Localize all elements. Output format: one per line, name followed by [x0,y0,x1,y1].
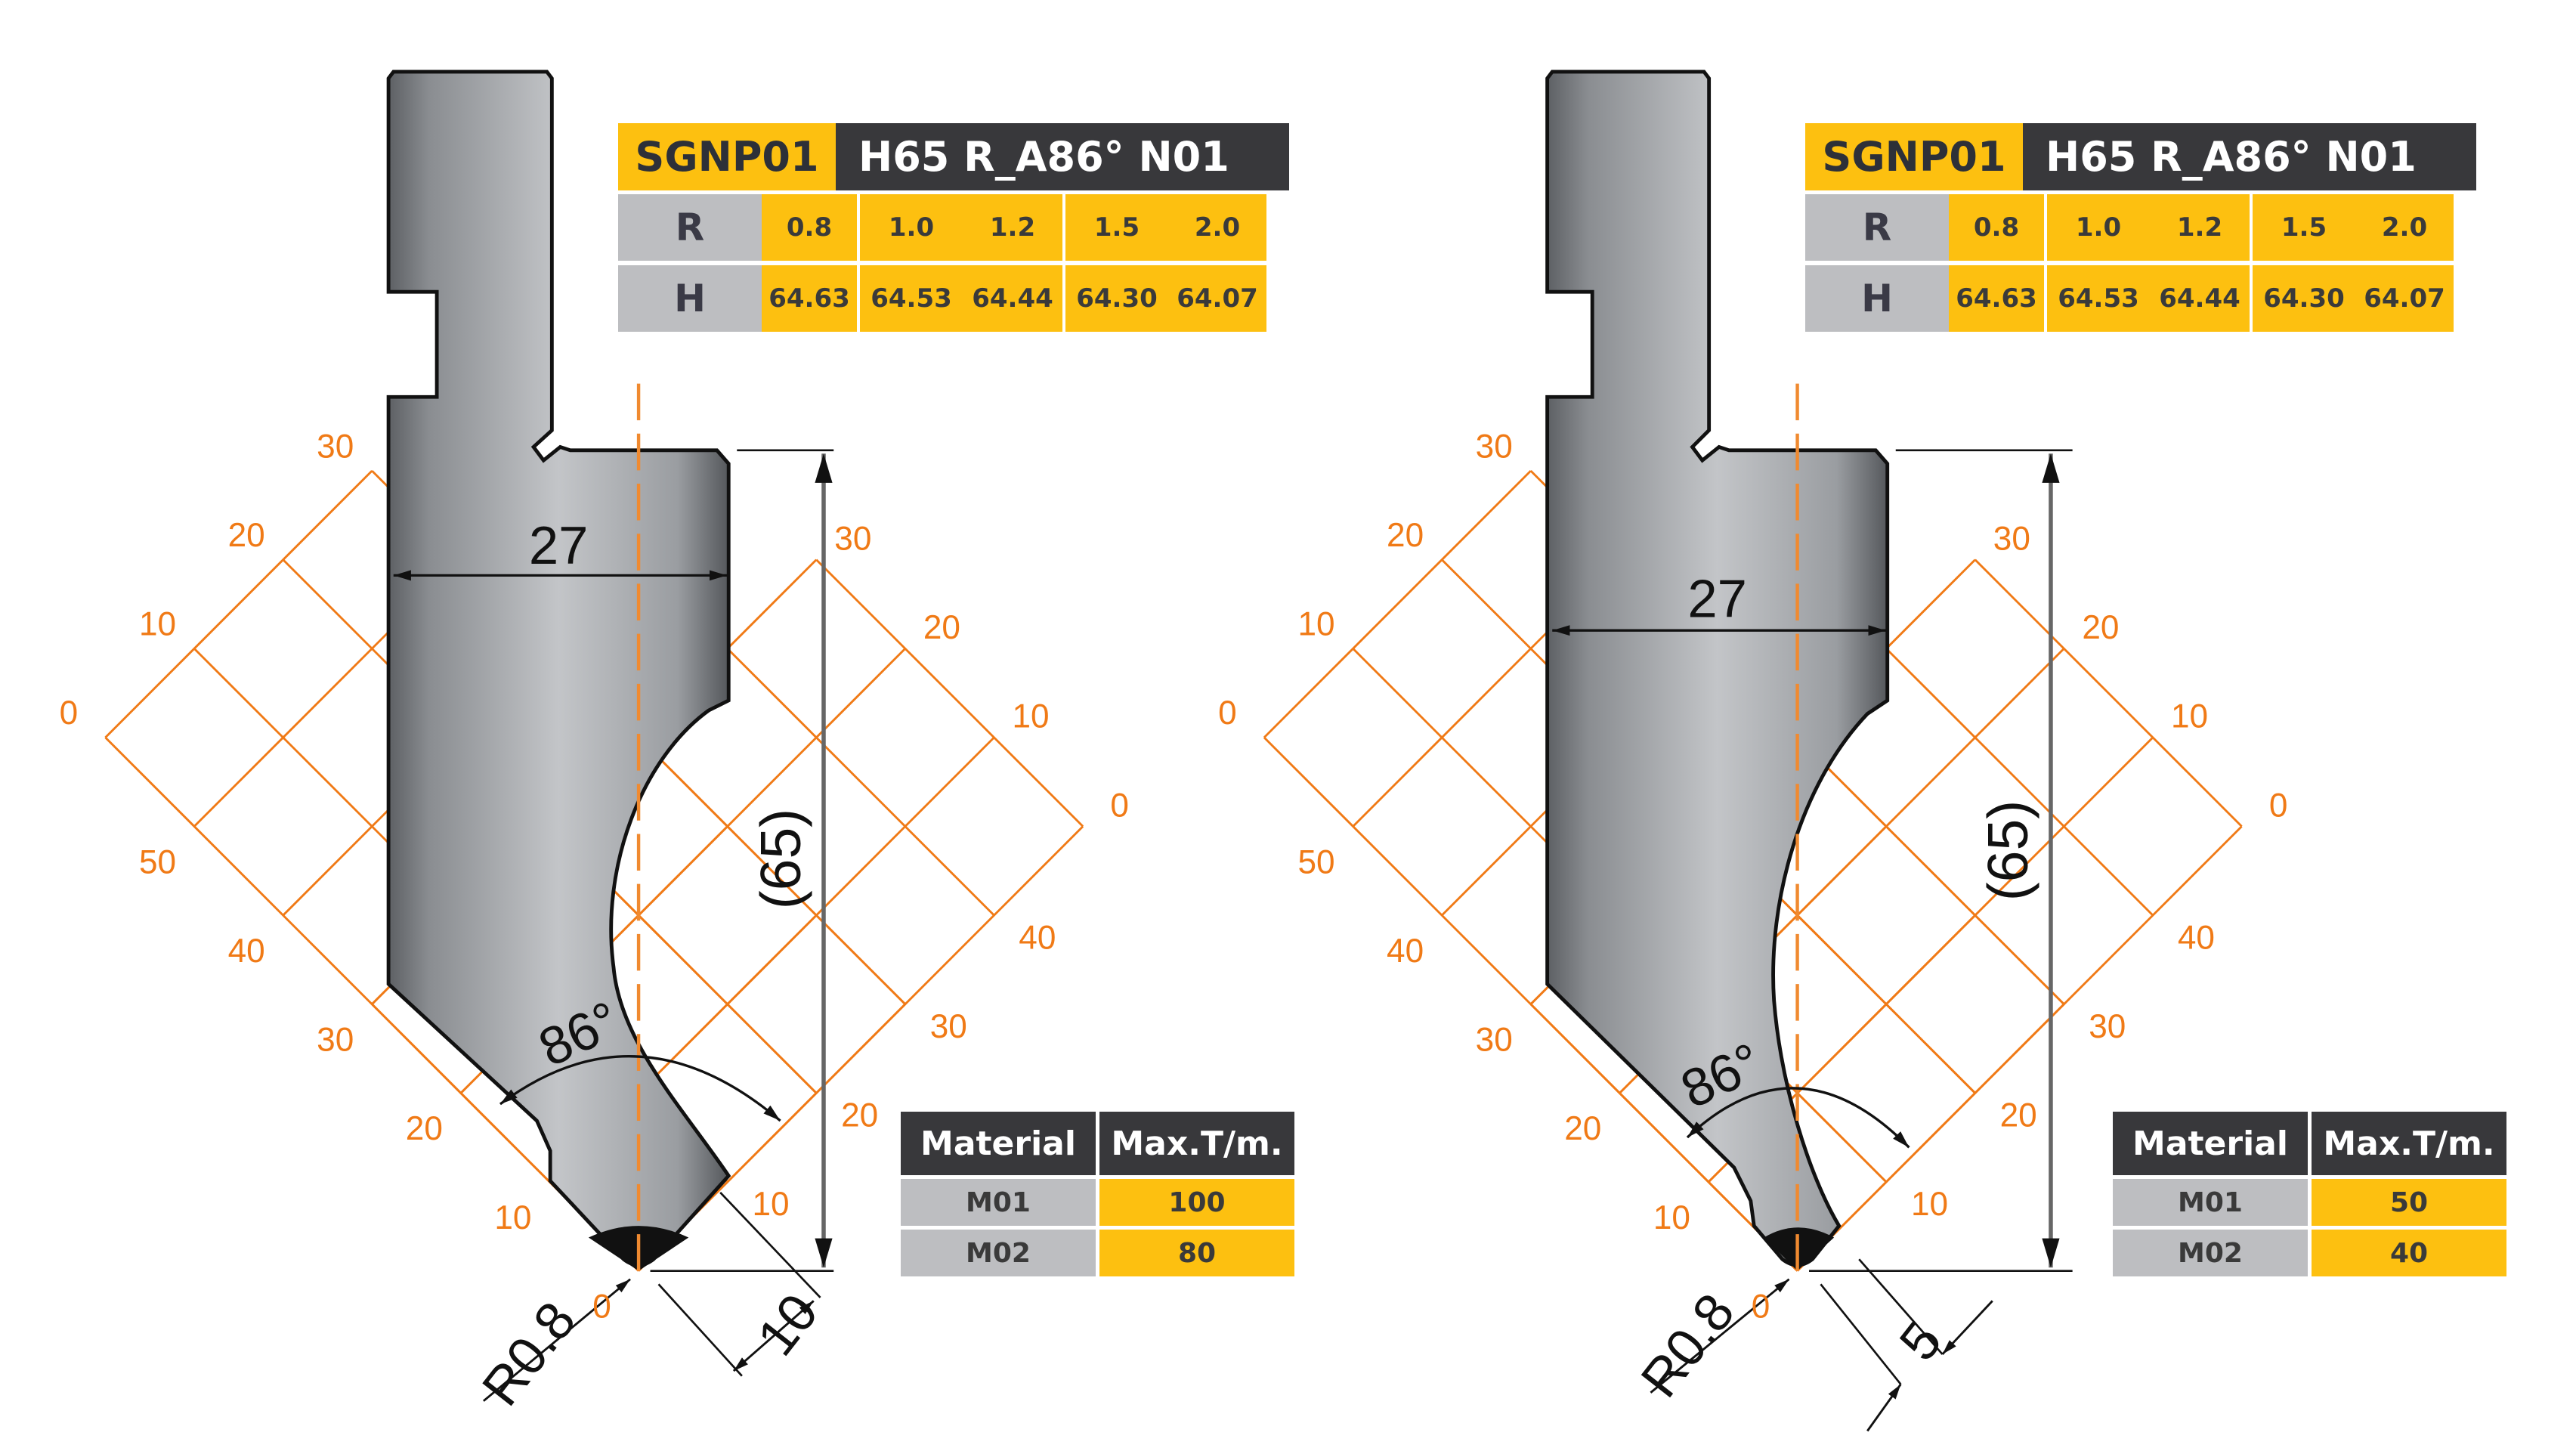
max-tonnage-cell: 40 [2312,1230,2506,1276]
svg-text:0: 0 [1110,787,1129,824]
svg-text:20: 20 [2082,609,2119,646]
svg-text:50: 50 [139,843,176,880]
right-material-table: Material Max.T/m. M01 50 M02 40 [2113,1112,2506,1276]
material-cell: M02 [901,1230,1096,1276]
svg-text:10: 10 [1911,1186,1948,1223]
svg-text:0: 0 [60,695,79,732]
svg-text:10: 10 [1012,698,1049,735]
right-r-value: 0.8 [1949,194,2047,261]
right-r-value: 2.0 [2355,194,2454,261]
svg-text:40: 40 [1019,919,1056,956]
left-h-value: 64.07 [1168,265,1266,332]
max-tonnage-header: Max.T/m. [1099,1112,1294,1175]
left-angle-arc [499,1055,781,1122]
left-r-value: 2.0 [1168,194,1266,261]
svg-text:0: 0 [2269,787,2288,824]
right-r-label: R [1805,194,1949,261]
left-r-value: 1.5 [1065,194,1168,261]
right-r-value: 1.2 [2150,194,2253,261]
svg-text:10: 10 [139,606,176,643]
left-tool-name: H65 R_A86° N01 [836,123,1289,190]
left-material-table: Material Max.T/m. M01 100 M02 80 [901,1112,1294,1276]
svg-text:30: 30 [1476,428,1513,465]
right-r-value: 1.0 [2047,194,2150,261]
left-h-value: 64.44 [963,265,1065,332]
left-height-label: (65) [749,809,812,909]
svg-text:20: 20 [1564,1110,1601,1147]
max-tonnage-cell: 50 [2312,1179,2506,1226]
max-tonnage-cell: 100 [1099,1179,1294,1226]
left-r-value: 1.2 [963,194,1065,261]
right-grid-labels: 50 40 30 20 10 0 30 20 10 0 40 30 20 10 30 20 10 0 [1218,428,2287,1325]
svg-text:50: 50 [1297,843,1334,880]
right-height-label: (65) [1976,800,2039,901]
left-h-label: H [618,265,762,332]
left-width-label: 27 [529,515,589,575]
right-tool-code: SGNP01 [1805,123,2023,190]
left-grid-labels: 50 40 30 20 10 0 30 20 10 0 40 30 20 10 30 20 10 0 [60,428,1129,1325]
svg-text:10: 10 [2171,698,2208,735]
svg-text:10: 10 [753,1186,790,1223]
svg-text:30: 30 [2089,1008,2126,1045]
right-h-value: 64.44 [2150,265,2253,332]
right-r-value: 1.5 [2253,194,2355,261]
material-cell: M01 [901,1179,1096,1226]
svg-text:0: 0 [1218,695,1237,732]
svg-text:10: 10 [494,1199,531,1236]
left-spec-table: R 0.8 1.0 1.2 1.5 2.0 H 64.63 64.53 64.4… [618,194,1266,332]
left-h-value: 64.53 [860,265,963,332]
svg-text:30: 30 [1993,520,2030,557]
left-spec-title: SGNP01 H65 R_A86° N01 [618,123,1289,190]
svg-text:30: 30 [834,520,871,557]
left-r-value: 0.8 [762,194,860,261]
right-tool-name: H65 R_A86° N01 [2023,123,2476,190]
material-cell: M02 [2113,1230,2308,1276]
left-h-value: 64.30 [1065,265,1168,332]
left-tool-drawing: 27 (65) 86° R0.8 10 50403020100302010040… [60,70,1129,1416]
material-header: Material [901,1112,1096,1175]
right-spec-table: R 0.8 1.0 1.2 1.5 2.0 H 64.63 64.53 64.4… [1805,194,2454,332]
svg-text:20: 20 [228,517,265,554]
max-tonnage-header: Max.T/m. [2312,1112,2506,1175]
svg-text:20: 20 [923,609,960,646]
right-h-value: 64.53 [2047,265,2150,332]
left-r-label: R [618,194,762,261]
right-h-label: H [1805,265,1949,332]
material-cell: M01 [2113,1179,2308,1226]
left-tool-code: SGNP01 [618,123,836,190]
svg-text:30: 30 [317,428,354,465]
right-radius-label: R0.8 [1629,1282,1746,1408]
svg-text:20: 20 [406,1110,443,1147]
material-header: Material [2113,1112,2308,1175]
svg-text:10: 10 [1653,1199,1690,1236]
left-tip-length-label: 10 [746,1282,830,1366]
svg-text:30: 30 [317,1022,354,1059]
right-spec-title: SGNP01 H65 R_A86° N01 [1805,123,2476,190]
svg-text:40: 40 [2178,919,2215,956]
svg-text:20: 20 [841,1097,878,1134]
svg-text:30: 30 [930,1008,967,1045]
svg-text:40: 40 [228,933,265,970]
svg-text:20: 20 [2000,1097,2037,1134]
svg-text:30: 30 [1476,1022,1513,1059]
max-tonnage-cell: 80 [1099,1230,1294,1276]
svg-text:40: 40 [1387,933,1424,970]
right-h-value: 64.63 [1949,265,2047,332]
right-h-value: 64.30 [2253,265,2355,332]
svg-text:10: 10 [1297,606,1334,643]
svg-text:20: 20 [1387,517,1424,554]
right-tip-length-label: 5 [1888,1311,1953,1372]
right-width-label: 27 [1687,569,1747,629]
svg-text:0: 0 [1752,1288,1770,1325]
right-h-value: 64.07 [2355,265,2454,332]
left-r-value: 1.0 [860,194,963,261]
left-h-value: 64.63 [762,265,860,332]
svg-text:0: 0 [592,1288,611,1325]
